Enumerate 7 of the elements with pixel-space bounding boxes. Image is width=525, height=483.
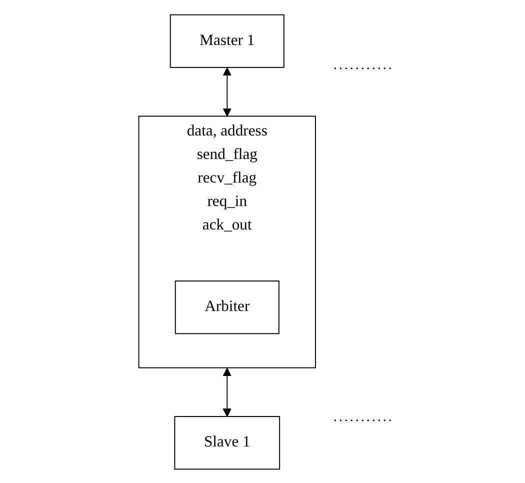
arrow xyxy=(222,66,232,116)
fill-in-line: ........... xyxy=(333,62,394,70)
arrow xyxy=(222,367,232,416)
node-box: Arbiter xyxy=(174,280,280,334)
fill-in-line: ........... xyxy=(333,414,394,422)
node-box: Master 1 xyxy=(170,14,284,68)
node-box: Slave 1 xyxy=(174,416,280,470)
